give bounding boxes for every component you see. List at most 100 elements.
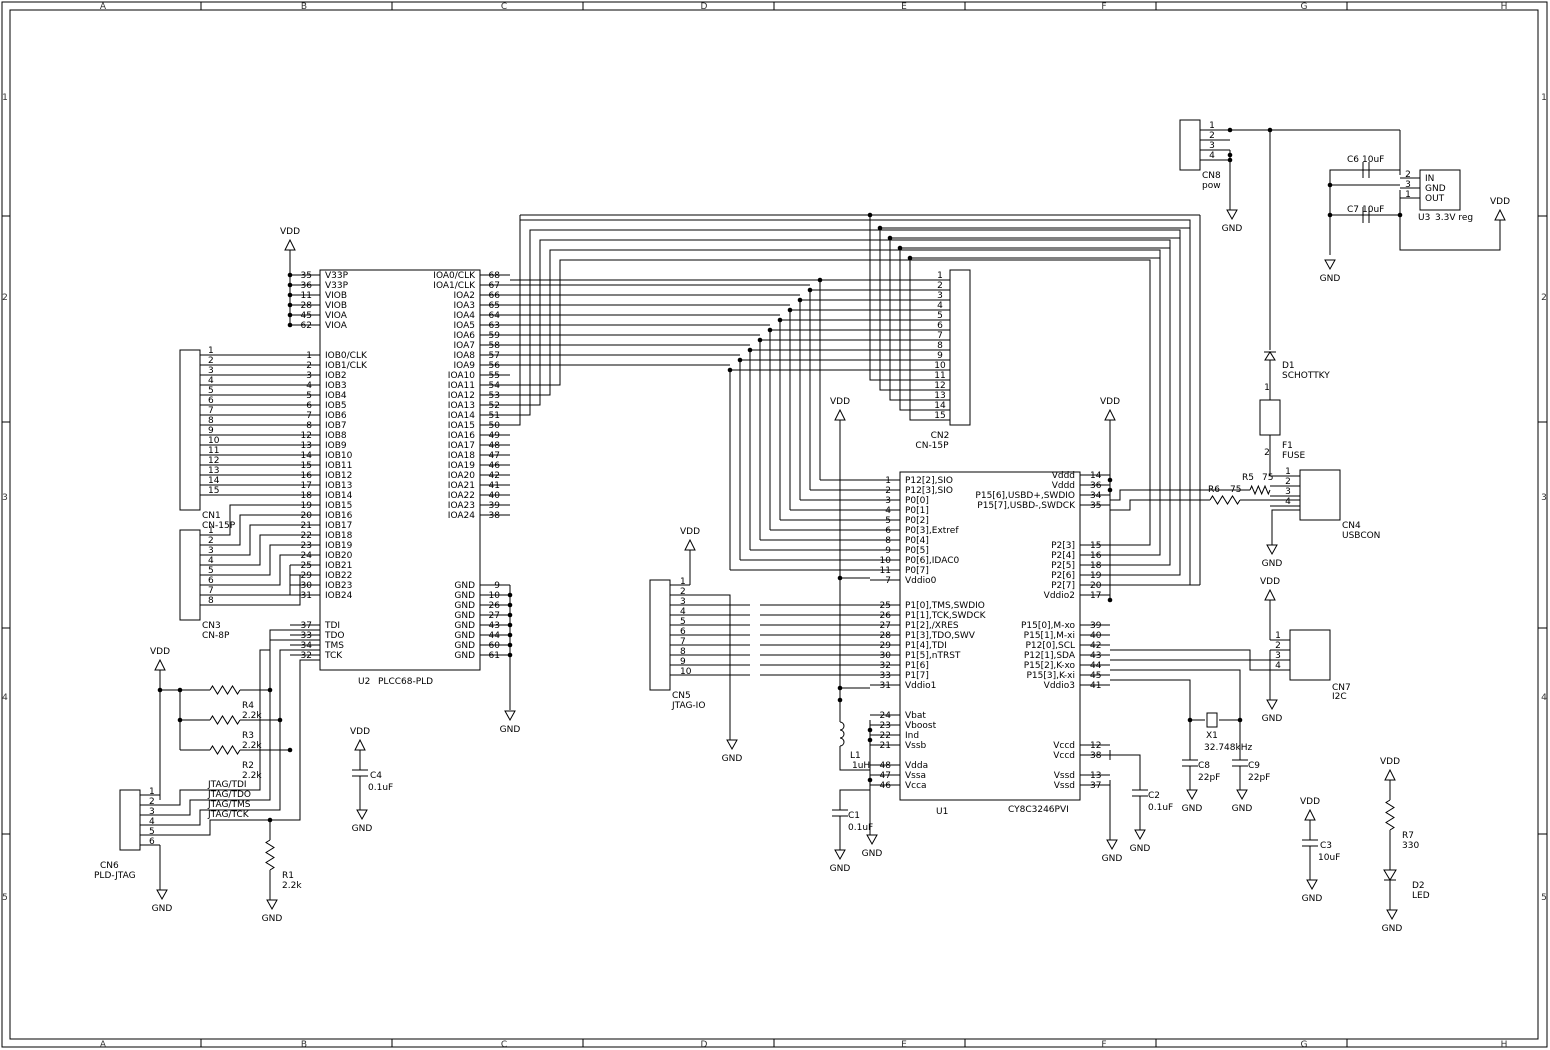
l1-value: 1uH [852,761,870,771]
schottky-diode-icon [1264,351,1276,361]
pin-name: IOB2 [325,371,347,381]
pin-name: Vddio0 [905,576,937,586]
pin-number: 37 [301,621,312,631]
gnd-arrow-icon [1266,699,1278,711]
r1-ref: R1 [282,871,294,881]
cn6-ref: CN6 [100,861,119,871]
row-marker: 5 [2,893,8,903]
pin-number: 3 [680,597,686,607]
pin-name: TDI [324,621,340,631]
pin-number: 9 [680,657,686,667]
pin-name: IOA9 [454,361,476,371]
c9-ref: C9 [1248,761,1260,771]
pin-name: IOA12 [448,391,475,401]
pin-number: 2 [680,587,686,597]
pin-name: IOA1/CLK [433,281,476,291]
pin-name: VIOB [325,301,347,311]
pin-number: 7 [208,406,214,416]
pin-name: IOB18 [325,531,353,541]
cn3-wire [200,544,290,576]
row-marker: 2 [2,293,8,303]
junction-dot [897,245,903,251]
pin-name: Vdda [905,761,928,771]
pin-number: 41 [1090,681,1101,691]
pin-number: 47 [880,771,891,781]
pin-name: P15[7],USBD-,SWDCK [977,501,1076,511]
gnd-arrow-icon [156,889,168,901]
gnd-arrow-icon [1306,879,1318,891]
column-marker: B [301,2,307,12]
gnd-arrow-icon [266,899,278,911]
pin-number: 10 [489,591,501,601]
cn4-body [1299,469,1341,521]
pin-number: 3 [1275,651,1281,661]
pin-number: 42 [489,471,500,481]
pin-number: 49 [489,431,501,441]
gnd-symbol: GND [1320,259,1340,284]
pin-number: 1 [149,787,155,797]
pin-number: 13 [934,391,945,401]
pin-name: IN [1425,174,1434,184]
pin-number: 12 [1090,741,1101,751]
pin-name: P2[6] [1051,571,1075,581]
pin-number: 66 [489,291,501,301]
gnd-symbol: GND [262,899,282,924]
u1-body [899,471,1081,801]
pin-name: IOB3 [325,381,347,391]
pin-name: P2[3] [1051,541,1075,551]
pin-number: 5 [306,391,312,401]
vdd-symbol: VDD [1260,577,1280,601]
junction-dot [1327,182,1333,188]
cn5-body [649,579,671,691]
vdd-arrow-icon [1104,408,1116,421]
jtag-tdi [160,629,320,806]
c1-value: 0.1uF [848,823,873,833]
pin-number: 25 [301,561,312,571]
vdd-symbol: VDD [1100,397,1120,421]
pin-number: 3 [149,807,155,817]
pin-name: IOB7 [325,421,347,431]
pin-name: IOB19 [325,541,353,551]
pin-number: 13 [208,466,219,476]
pin-number: 5 [208,566,214,576]
pin-name: P0[5] [905,546,929,556]
pin-number: 6 [208,396,214,406]
ioa-p2-wire [510,229,1181,576]
pin-number: 54 [489,381,501,391]
pin-number: 37 [1090,781,1101,791]
vdd-arrow-icon [284,238,296,251]
u2-ref: U2 [358,677,370,687]
cn1-name: CN-15P [202,521,236,531]
pin-number: 29 [301,571,313,581]
column-marker: G [1301,1040,1308,1050]
pin-number: 38 [489,511,501,521]
pin-name: Vccd [1053,741,1075,751]
row-marker: 4 [1541,693,1547,703]
r6-value: 75 [1230,485,1241,495]
pin-name: GND [454,591,475,601]
pin-number: 56 [489,361,501,371]
pin-number: 43 [1090,651,1101,661]
pin-name: P1[4],TDI [905,641,947,651]
c8-ref: C8 [1198,761,1210,771]
x1-value: 32.748kHz [1204,743,1252,753]
junction-dot [1187,717,1193,723]
u2-body [319,269,481,671]
pin-name: IOB0/CLK [325,351,368,361]
c1-capacitor-icon [832,809,848,817]
pin-name: P0[7] [905,566,929,576]
jtag-tms [160,649,320,826]
gnd-symbol: GND [1232,789,1252,814]
gnd-label: GND [1222,224,1243,234]
gnd-symbol: GND [862,834,882,859]
pin-number: 5 [937,311,943,321]
pin-name: GND [454,601,475,611]
jtag-tdo [160,639,320,816]
gnd-arrow-icon [1134,829,1146,841]
cn3-ref: CN3 [202,621,221,631]
pin-name: IOB20 [325,551,353,561]
pin-number: 11 [301,291,312,301]
vdd-label: VDD [680,527,700,537]
vdd-symbol: VDD [350,727,370,751]
pin-number: 36 [1090,481,1102,491]
